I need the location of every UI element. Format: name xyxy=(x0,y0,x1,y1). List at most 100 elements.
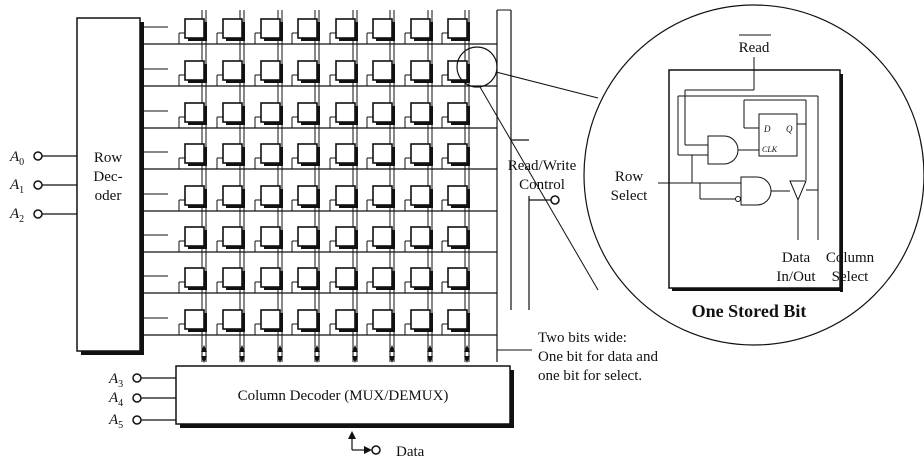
memory-cell xyxy=(447,18,468,39)
bus-arrow-down xyxy=(427,356,433,363)
data-io-label-2: In/Out xyxy=(776,269,816,285)
memory-cell-shadow xyxy=(242,189,245,208)
memory-cell xyxy=(297,18,318,39)
memory-cell xyxy=(447,226,468,247)
data-pin-terminal[interactable] xyxy=(371,445,381,455)
memory-cell-shadow xyxy=(414,38,433,41)
memory-cell-shadow xyxy=(301,80,320,83)
memory-cell-shadow xyxy=(204,64,207,83)
memory-cell-shadow xyxy=(242,22,245,41)
memory-cell-shadow xyxy=(339,205,358,208)
memory-cell xyxy=(447,309,468,330)
address-input-a0[interactable]: A0 xyxy=(9,149,77,168)
memory-cell-shadow xyxy=(280,106,283,125)
memory-cell-shadow xyxy=(301,122,320,125)
memory-cell xyxy=(222,226,243,247)
memory-cell-shadow xyxy=(355,230,358,249)
memory-cell-shadow xyxy=(376,329,395,332)
memory-cell-shadow xyxy=(414,205,433,208)
memory-cell-shadow xyxy=(226,246,245,249)
memory-cell-shadow xyxy=(392,147,395,166)
row-select-label-1: Row xyxy=(615,169,644,185)
bus-arrow-down xyxy=(201,356,207,363)
memory-cell xyxy=(222,143,243,164)
memory-cell xyxy=(222,309,243,330)
bus-arrow-up xyxy=(389,345,395,352)
memory-cell-shadow xyxy=(280,230,283,249)
memory-cell-shadow xyxy=(467,64,470,83)
bus-arrow-up xyxy=(427,345,433,352)
memory-cell xyxy=(372,226,393,247)
memory-cell xyxy=(297,143,318,164)
bus-arrow-up xyxy=(464,345,470,352)
memory-cell-shadow xyxy=(414,80,433,83)
address-input-a4[interactable]: A4 xyxy=(108,390,176,409)
memory-cell-shadow xyxy=(339,163,358,166)
svg-text:A4: A4 xyxy=(108,390,123,409)
svg-text:A1: A1 xyxy=(9,177,24,196)
memory-cell-shadow xyxy=(467,271,470,290)
memory-cell-shadow xyxy=(355,271,358,290)
memory-cell xyxy=(410,102,431,123)
flipflop-q: Q xyxy=(786,124,793,134)
read-write-pin[interactable] xyxy=(550,195,560,205)
a4-sub: 4 xyxy=(118,398,123,409)
memory-cell-shadow xyxy=(226,163,245,166)
memory-cell xyxy=(222,102,243,123)
memory-cell-shadow xyxy=(242,64,245,83)
memory-cell xyxy=(447,267,468,288)
bus-arrow-up xyxy=(314,345,320,352)
memory-cell-shadow xyxy=(188,329,207,332)
memory-cell-shadow xyxy=(467,22,470,41)
memory-cell-shadow xyxy=(264,246,283,249)
memory-cell-shadow xyxy=(451,163,470,166)
address-input-a1[interactable]: A1 xyxy=(9,177,77,196)
memory-cell-shadow xyxy=(392,106,395,125)
address-input-a2[interactable]: A2 xyxy=(9,206,77,225)
address-input-a3[interactable]: A3 xyxy=(108,371,176,390)
column-select-label-1: Column xyxy=(826,250,875,266)
memory-cell xyxy=(222,18,243,39)
memory-cell xyxy=(260,60,281,81)
flipflop-clk: CLK xyxy=(762,145,778,154)
memory-cell-shadow xyxy=(430,189,433,208)
row-decoder: Row Dec- oder xyxy=(76,17,144,355)
memory-cell-shadow xyxy=(264,80,283,83)
a3-sub: 3 xyxy=(118,379,123,390)
memory-cell-shadow xyxy=(376,38,395,41)
memory-cell-shadow xyxy=(376,163,395,166)
bus-arrow-up xyxy=(201,345,207,352)
memory-cell-shadow xyxy=(264,205,283,208)
memory-cell-shadow xyxy=(451,329,470,332)
bus-arrow-down xyxy=(352,356,358,363)
memory-cell-shadow xyxy=(355,22,358,41)
memory-cell-shadow xyxy=(188,38,207,41)
memory-cell xyxy=(260,185,281,206)
memory-cell-shadow xyxy=(188,163,207,166)
memory-cell xyxy=(184,102,205,123)
memory-cell-shadow xyxy=(280,22,283,41)
memory-cell-shadow xyxy=(451,122,470,125)
a4-name: A xyxy=(108,390,119,406)
memory-cell-shadow xyxy=(280,271,283,290)
memory-cell-shadow xyxy=(467,147,470,166)
memory-cell xyxy=(372,309,393,330)
memory-cell-shadow xyxy=(392,189,395,208)
memory-cell-shadow xyxy=(430,64,433,83)
memory-cell-shadow xyxy=(204,271,207,290)
memory-cell xyxy=(260,102,281,123)
memory-cell-shadow xyxy=(467,189,470,208)
memory-cell-shadow xyxy=(204,230,207,249)
memory-cell-shadow xyxy=(317,313,320,332)
memory-cell-shadow xyxy=(355,147,358,166)
memory-cell-shadow xyxy=(226,38,245,41)
address-input-a5[interactable]: A5 xyxy=(108,412,176,431)
memory-cell-shadow xyxy=(430,271,433,290)
memory-cell-shadow xyxy=(264,287,283,290)
column-decoder-label: Column Decoder (MUX/DEMUX) xyxy=(238,388,449,404)
d-flipflop: D Q CLK xyxy=(758,113,798,157)
a3-name: A xyxy=(108,371,119,387)
memory-cell xyxy=(372,143,393,164)
memory-cell-shadow xyxy=(301,205,320,208)
memory-cell-shadow xyxy=(414,246,433,249)
